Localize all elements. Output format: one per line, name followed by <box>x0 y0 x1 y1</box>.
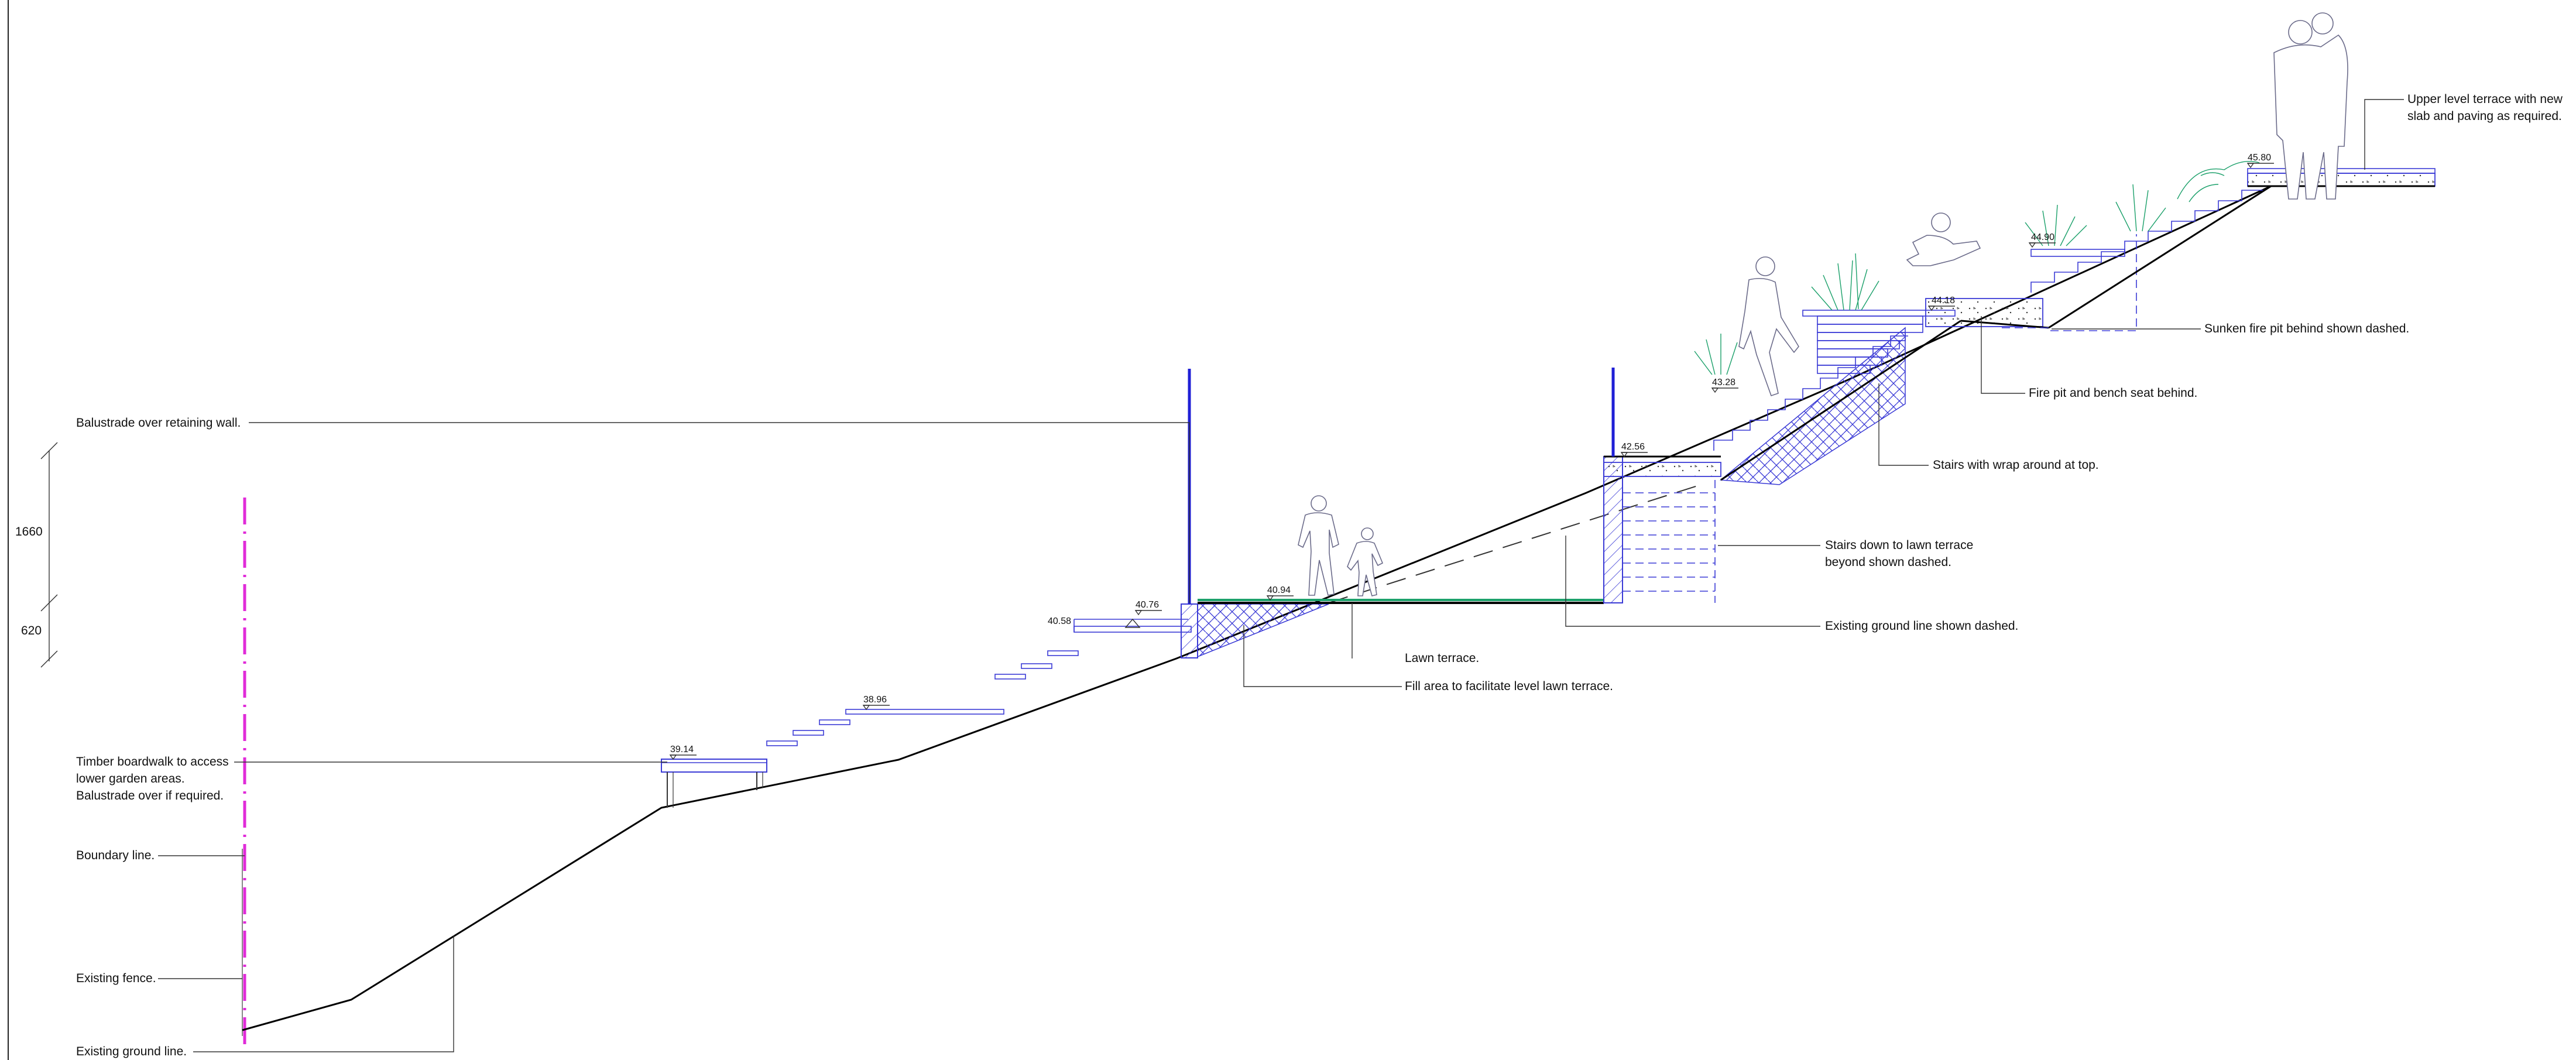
terrace-42-56 <box>1603 368 1721 603</box>
level-markers: 39.14 38.96 40.58 40.76 40.94 42.56 43.2… <box>669 153 2274 760</box>
person-couple-upper <box>2273 12 2348 200</box>
label-ground-line: Existing ground line. <box>76 1045 187 1058</box>
level-44-90: 44.90 <box>2028 232 2056 248</box>
label-upper-terrace-1: Upper level terrace with new <box>2407 92 2563 106</box>
label-stairs-wrap: Stairs with wrap around at top. <box>1933 458 2099 472</box>
svg-text:44.90: 44.90 <box>2031 232 2054 242</box>
person-child-lawn <box>1347 527 1384 596</box>
level-42-56: 42.56 <box>1620 442 1648 458</box>
planting <box>1694 161 2260 375</box>
person-seated <box>1906 212 1981 266</box>
level-40-76: 40.76 <box>1134 600 1162 616</box>
person-walking-stairs <box>1738 256 1799 397</box>
svg-text:39.14: 39.14 <box>670 745 694 754</box>
lower-steps <box>766 618 1192 746</box>
annotations: Balustrade over retaining wall. Timber b… <box>76 92 2563 1058</box>
level-44-18: 44.18 <box>1927 296 1955 311</box>
label-existing-dashed: Existing ground line shown dashed. <box>1825 619 2018 633</box>
level-39-14: 39.14 <box>669 745 697 760</box>
level-45-80: 45.80 <box>2246 153 2274 169</box>
label-boardwalk-3: Balustrade over if required. <box>76 789 224 802</box>
svg-text:42.56: 42.56 <box>1621 442 1645 452</box>
lawn-terrace <box>1198 599 1604 604</box>
svg-text:40.58: 40.58 <box>1048 616 1071 626</box>
svg-text:38.96: 38.96 <box>863 695 887 705</box>
level-38-96: 38.96 <box>862 695 890 711</box>
svg-text:40.76: 40.76 <box>1136 600 1159 610</box>
svg-text:44.18: 44.18 <box>1932 296 1955 306</box>
fire-pit-terrace <box>1925 185 2272 331</box>
timber-boardwalk <box>661 759 767 808</box>
label-boardwalk-1: Timber boardwalk to access <box>76 755 229 769</box>
label-fill: Fill area to facilitate level lawn terra… <box>1405 680 1613 693</box>
svg-text:45.80: 45.80 <box>2248 153 2271 163</box>
person-adult-lawn <box>1298 495 1339 596</box>
label-boardwalk-2: lower garden areas. <box>76 772 185 785</box>
label-balustrade: Balustrade over retaining wall. <box>76 416 241 430</box>
retaining-wall <box>1181 369 1329 658</box>
dimension-620: 620 <box>21 624 42 637</box>
label-boundary: Boundary line. <box>76 849 155 862</box>
label-lawn: Lawn terrace. <box>1405 651 1479 665</box>
level-40-94: 40.94 <box>1266 585 1294 601</box>
svg-text:43.28: 43.28 <box>1712 378 1735 387</box>
level-43-28: 43.28 <box>1711 378 1738 393</box>
leader-lines <box>158 99 2404 1052</box>
svg-text:40.94: 40.94 <box>1267 585 1291 595</box>
height-dimensions: 1660 620 <box>15 442 58 668</box>
existing-ground-line <box>242 185 2435 1031</box>
label-stairs-down-2: beyond shown dashed. <box>1825 555 1951 569</box>
label-upper-terrace-2: slab and paving as required. <box>2407 109 2562 123</box>
dimension-1660: 1660 <box>15 525 43 538</box>
label-stairs-down-1: Stairs down to lawn terrace <box>1825 538 1973 552</box>
level-40-58: 40.58 <box>1048 616 1071 626</box>
label-sunken-fire-pit: Sunken fire pit behind shown dashed. <box>2204 322 2409 335</box>
existing-ground-dashed <box>1328 485 1698 603</box>
upper-terrace <box>2247 168 2436 187</box>
main-stairs <box>1713 310 1961 485</box>
label-fire-pit: Fire pit and bench seat behind. <box>2029 386 2197 400</box>
people-silhouettes <box>1298 12 2348 596</box>
label-fence: Existing fence. <box>76 972 156 985</box>
